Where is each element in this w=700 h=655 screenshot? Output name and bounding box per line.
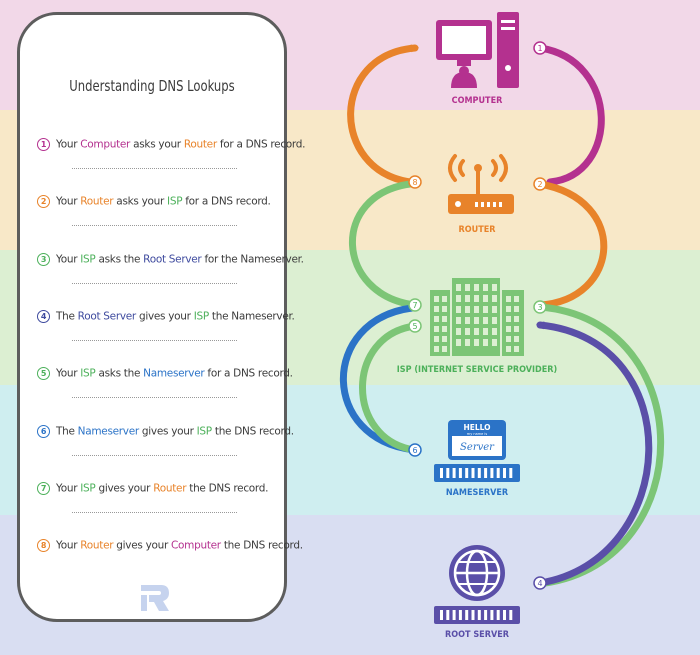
flow-arc-4 (536, 321, 653, 587)
step-separator (72, 454, 237, 456)
nameserver-label: NAMESERVER (445, 488, 509, 498)
badge-1: 1 (533, 41, 547, 55)
step-number-badge: 2 (37, 195, 50, 209)
badge-3: 3 (533, 300, 547, 314)
badge-4: 4 (533, 576, 547, 590)
step-separator (72, 339, 237, 341)
svg-text:Server: Server (460, 442, 495, 453)
svg-text:2: 2 (537, 180, 542, 189)
flow-arc-1 (536, 44, 605, 186)
badge-2: 2 (533, 177, 547, 191)
step-highlight: ISP (167, 195, 183, 208)
nameserver-icon: HELLO my name is Server (434, 420, 520, 482)
step-highlight: Nameserver (143, 367, 205, 380)
svg-text:5: 5 (412, 322, 417, 331)
step-highlight: Router (183, 138, 217, 151)
step-highlight: Router (80, 539, 114, 552)
flow-arc-3 (536, 303, 665, 587)
step-number-badge: 7 (37, 481, 50, 495)
brand-logo-icon (141, 585, 169, 611)
flow-arc-5 (359, 322, 419, 454)
card-title: Understanding DNS Lookups (69, 77, 235, 95)
badge-6: 6 (408, 443, 422, 457)
step-separator (72, 397, 237, 399)
flow-arc-2 (536, 180, 608, 309)
step-separator (72, 168, 237, 169)
step-highlight: Computer (171, 539, 221, 552)
step-highlight: ISP (80, 253, 96, 266)
flow-arc-8 (347, 44, 419, 186)
badge-5: 5 (408, 319, 422, 333)
svg-text:6: 6 (412, 446, 417, 455)
step-number-badge: 5 (37, 367, 50, 381)
svg-text:1: 1 (537, 44, 542, 53)
badge-8: 8 (408, 175, 422, 189)
step-highlight: Root Server (143, 253, 202, 266)
step-highlight: Router (80, 195, 114, 208)
root-server-label: ROOT SERVER (445, 630, 509, 640)
badge-7: 7 (408, 298, 422, 312)
step-highlight: ISP (80, 482, 96, 495)
svg-text:4: 4 (537, 579, 542, 588)
flow-arc-7 (348, 180, 419, 309)
svg-text:3: 3 (537, 303, 542, 312)
step-number-badge: 1 (37, 138, 50, 151)
step-number-badge: 3 (37, 252, 50, 266)
svg-text:my name is: my name is (467, 432, 488, 436)
step-highlight: Root Server (77, 310, 137, 323)
router-icon (448, 154, 514, 214)
step-number-badge: 6 (37, 424, 50, 438)
svg-text:HELLO: HELLO (463, 423, 490, 432)
router-label: ROUTER (458, 225, 496, 235)
step-highlight: Router (153, 482, 187, 495)
isp-building-icon (430, 278, 524, 356)
step-highlight: ISP (80, 367, 96, 380)
step-separator (72, 225, 237, 227)
flow-arc-6 (339, 304, 419, 454)
step-highlight: Computer (80, 138, 131, 151)
computer-icon (436, 12, 519, 88)
step-highlight: Nameserver (77, 425, 140, 437)
step-highlight: ISP (193, 310, 210, 323)
root-server-globe-icon (434, 545, 520, 624)
svg-text:8: 8 (412, 178, 417, 187)
step-number-badge: 8 (37, 539, 50, 553)
isp-label: ISP (INTERNET SERVICE PROVIDER) (396, 365, 558, 375)
step-highlight: ISP (196, 425, 213, 437)
svg-text:7: 7 (412, 301, 417, 310)
computer-label: COMPUTER (451, 96, 503, 106)
step-separator (72, 511, 237, 513)
step-separator (72, 282, 237, 284)
step-number-badge: 4 (37, 309, 50, 323)
